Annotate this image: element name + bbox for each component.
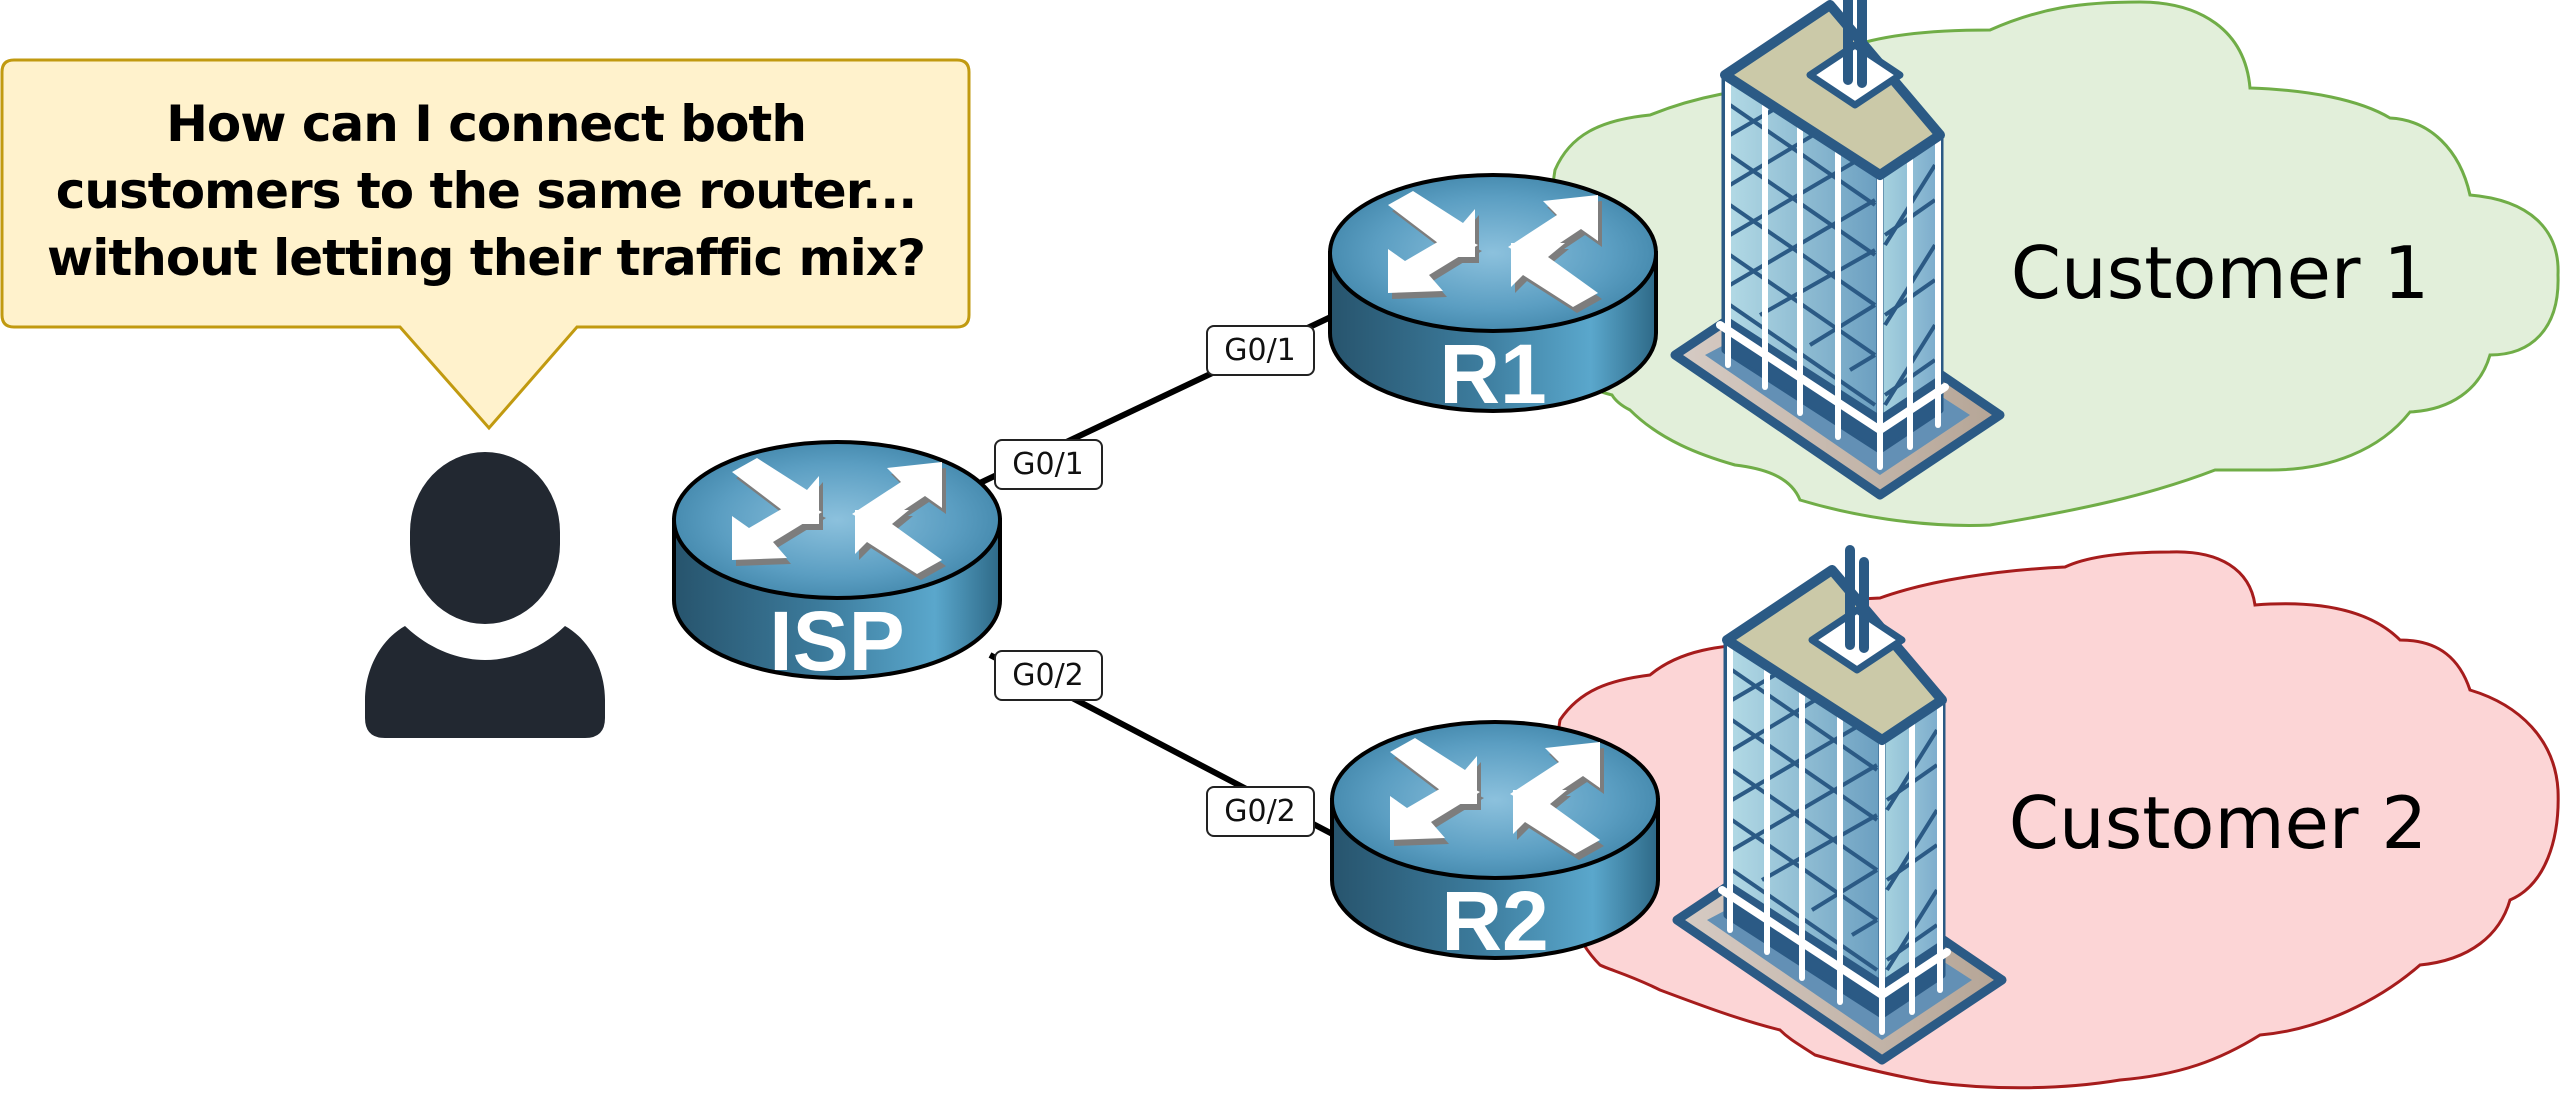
port-label-isp-g0-2: G0/2 [994, 650, 1103, 701]
port-label-isp-g0-1: G0/1 [994, 439, 1103, 490]
router-r1-label: R1 [1439, 327, 1546, 421]
svg-text:G0/2: G0/2 [1012, 658, 1084, 693]
router-r2[interactable]: R2 [1330, 720, 1660, 968]
customer-1-label: Customer 1 [2011, 231, 2429, 315]
router-isp[interactable]: ISP [672, 440, 1002, 688]
port-label-r2-g0-2: G0/2 [1206, 786, 1315, 837]
person-icon [365, 452, 605, 738]
router-r2-label: R2 [1441, 874, 1548, 968]
router-isp-label: ISP [769, 594, 904, 688]
svg-text:G0/1: G0/1 [1224, 333, 1296, 368]
speech-bubble-line-3: without letting their traffic mix? [47, 229, 925, 287]
customer-2-label: Customer 2 [2009, 781, 2427, 865]
svg-text:G0/1: G0/1 [1012, 447, 1084, 482]
router-r1[interactable]: R1 [1328, 173, 1658, 421]
speech-bubble-line-2: customers to the same router... [56, 162, 916, 220]
port-label-r1-g0-1: G0/1 [1206, 325, 1315, 376]
speech-bubble-line-1: How can I connect both [166, 95, 806, 153]
svg-text:G0/2: G0/2 [1224, 794, 1296, 829]
speech-bubble [0, 58, 971, 431]
